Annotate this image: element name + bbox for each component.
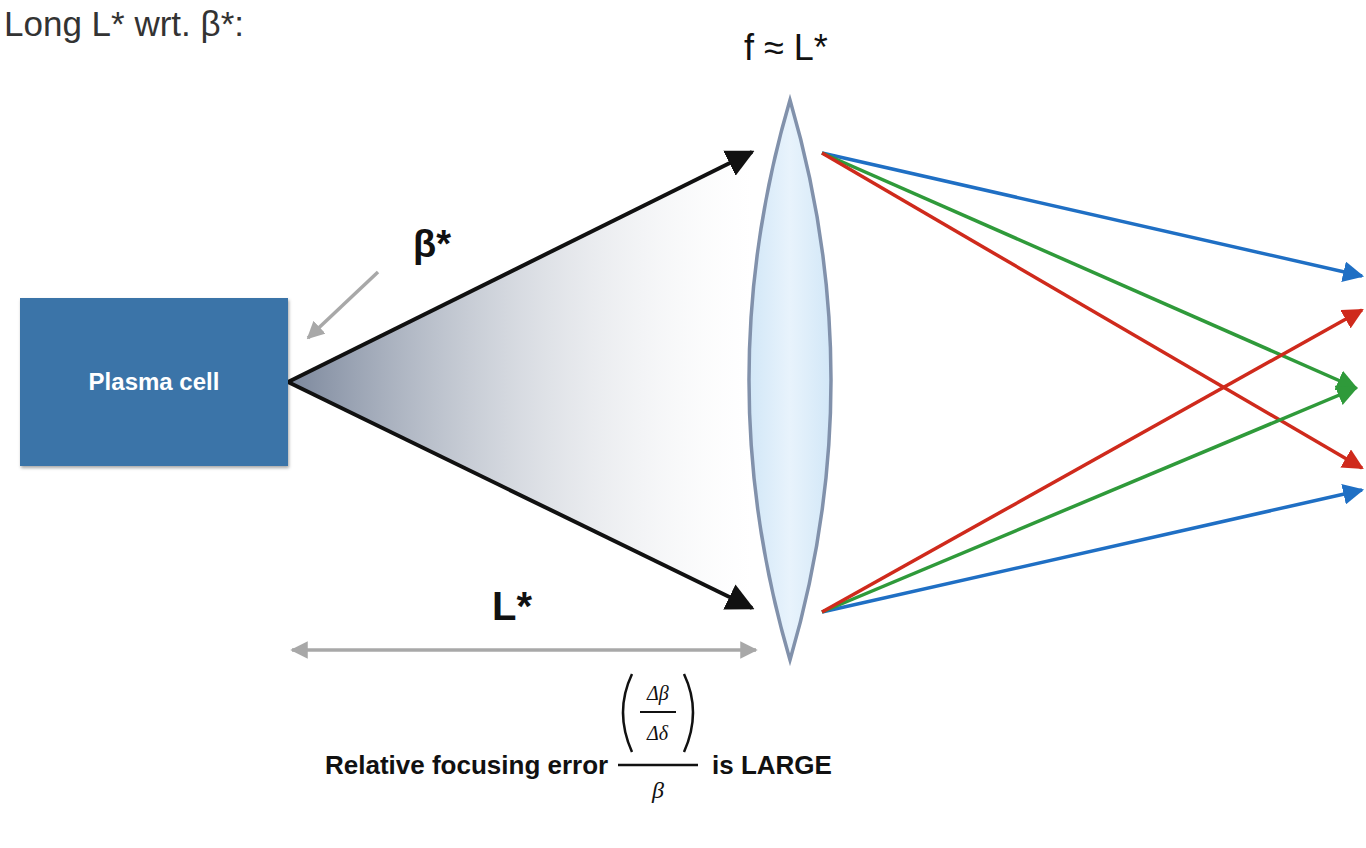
parenthesis <box>684 674 693 752</box>
beam-cone <box>288 152 752 608</box>
ray <box>822 490 1362 612</box>
l-star-label: L* <box>492 584 532 629</box>
ray <box>822 310 1362 612</box>
beam-edge <box>288 382 752 608</box>
focal-length-label: f ≈ L* <box>744 27 828 69</box>
beam-edge <box>288 152 752 382</box>
plasma-cell-box: Plasma cell <box>20 298 288 466</box>
parenthesis <box>623 674 632 752</box>
math-symbol: Δδ <box>647 722 668 745</box>
fraction-bar <box>618 764 698 767</box>
caption-text: is LARGE <box>712 750 832 781</box>
ray <box>822 153 1362 276</box>
ray <box>822 153 1356 388</box>
caption-text: Relative focusing error <box>325 750 608 781</box>
beta-star-label: β* <box>413 223 451 266</box>
math-symbol: β <box>652 777 664 804</box>
math-symbol: Δβ <box>647 682 669 705</box>
ray <box>822 388 1356 612</box>
lens <box>749 100 831 660</box>
dimension-arrow <box>292 648 756 652</box>
leader-line <box>308 272 378 338</box>
fraction-bar <box>640 711 676 713</box>
box-label: Plasma cell <box>89 368 220 396</box>
diagram-title: Long L* wrt. β*: <box>4 4 244 44</box>
